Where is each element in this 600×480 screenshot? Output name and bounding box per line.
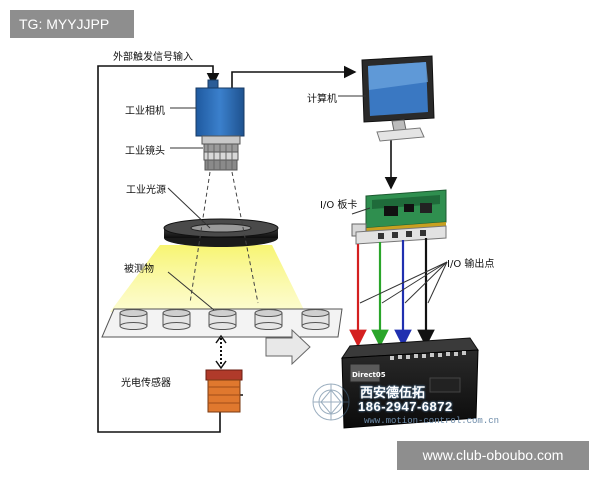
watermark-name: 西安德伍拓: [360, 386, 426, 401]
plc-controller: [341, 337, 479, 429]
industrial-camera: [195, 79, 245, 137]
computer-monitor: [361, 55, 435, 142]
trigger-input-label: 外部触发信号输入: [113, 52, 193, 63]
objects-on-belt: [119, 309, 330, 330]
plc-brand-label: Direct05: [352, 371, 386, 379]
io-output-label: I/O 输出点: [447, 259, 495, 270]
watermark-phone: 186-2947-6872: [358, 399, 453, 414]
io-card: [351, 189, 447, 245]
computer-label: 计算机: [307, 94, 337, 105]
lens-label: 工业镜头: [125, 146, 165, 157]
photoelectric-sensor: [205, 369, 243, 413]
light-beam: [110, 245, 305, 312]
camera-label: 工业相机: [125, 106, 165, 117]
watermark-site: www.motion-control.com.cn: [364, 416, 500, 426]
site-url-banner: www.club-oboubo.com: [397, 441, 589, 470]
object-label: 被测物: [124, 264, 154, 275]
sensor-label: 光电传感器: [121, 378, 171, 389]
industrial-lens: [201, 135, 241, 171]
io-card-label: I/O 板卡: [320, 200, 358, 211]
conveyor-direction-arrow: [265, 328, 311, 366]
watermark-seal: [312, 383, 350, 421]
light-source-label: 工业光源: [126, 185, 166, 196]
corner-tag: TG: MYYJJPP: [10, 10, 134, 38]
